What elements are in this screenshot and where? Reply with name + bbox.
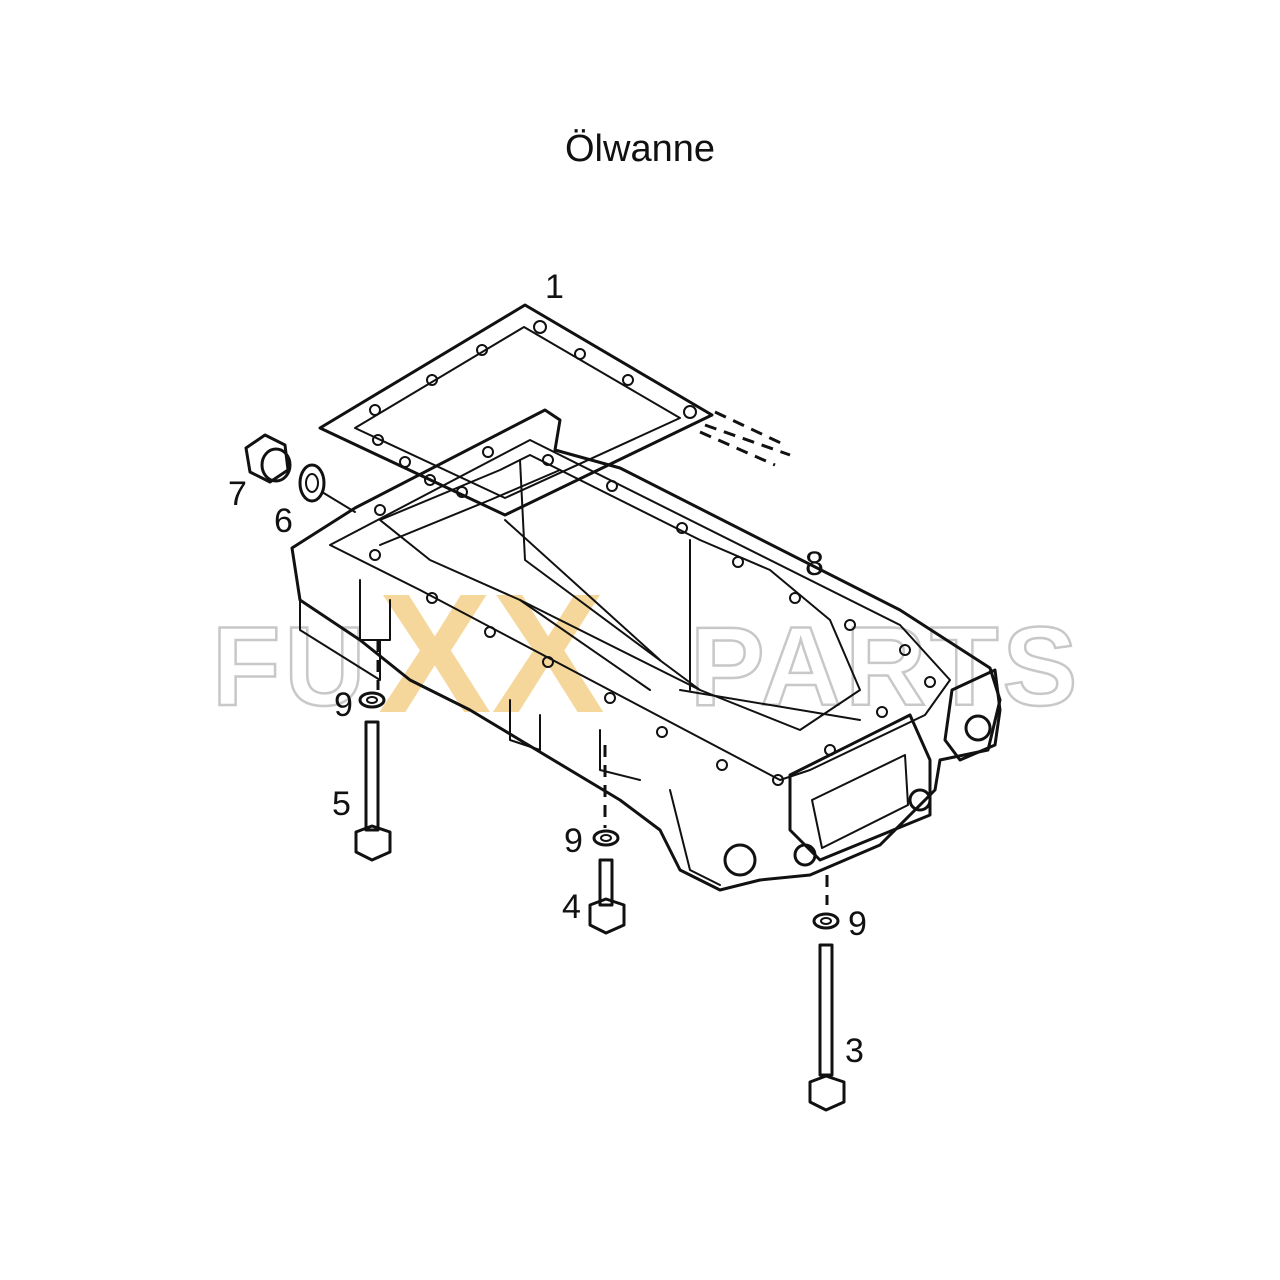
diagram-title: Ölwanne [565,128,715,170]
callout-3: 3 [845,1032,864,1070]
short-bolt-4 [588,745,626,935]
callout-7: 7 [228,475,247,513]
callout-9-middle: 9 [564,822,583,860]
long-bolt-3 [808,875,846,1112]
callout-8: 8 [805,545,824,583]
drain-plug-assembly [244,433,356,513]
oil-pan-body [290,408,1002,892]
brand-watermark: FU XX PARTS [211,559,1081,749]
flange-bolt-holes [369,446,936,786]
callout-4: 4 [562,888,581,926]
callout-1: 1 [545,268,564,306]
watermark-right-text: PARTS [690,604,1081,729]
callout-9-left: 9 [334,686,353,724]
callout-9-right: 9 [848,905,867,943]
callout-labels: 1 7 6 8 9 5 9 4 9 3 [228,268,867,1070]
gasket-part [318,303,791,517]
long-bolt-5 [354,640,392,862]
callout-5: 5 [332,785,351,823]
watermark-left-text: FU [212,604,369,729]
callout-6: 6 [274,502,293,540]
